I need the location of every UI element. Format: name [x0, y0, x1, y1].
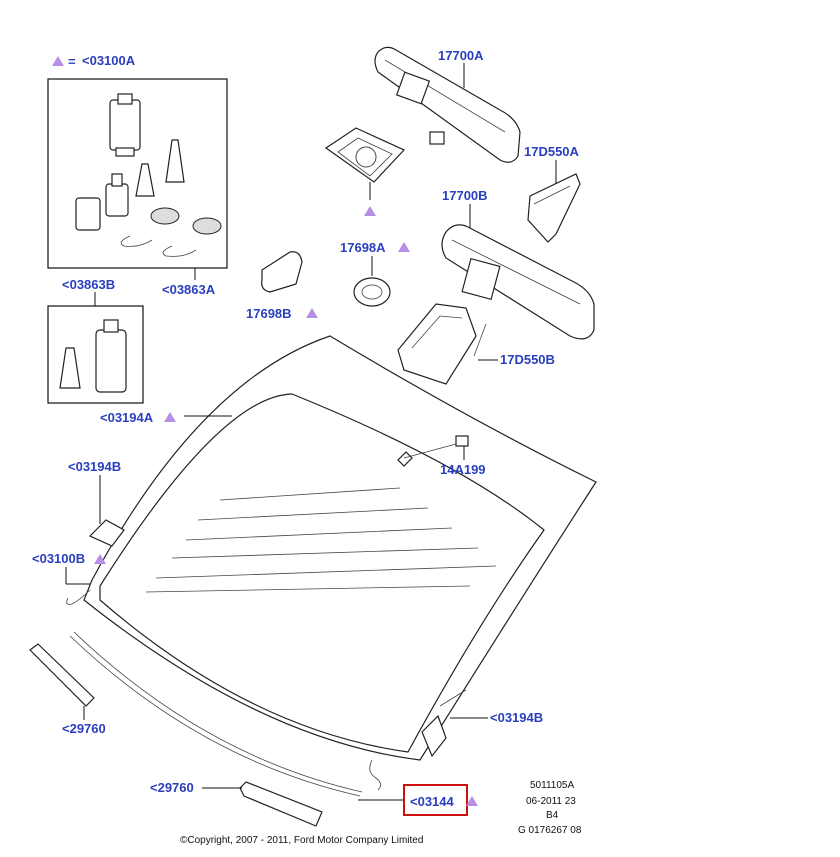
label-17698b[interactable]: 17698B [246, 306, 292, 321]
meta-line-1: 5011105A [530, 780, 574, 791]
pad-17698a [353, 277, 391, 307]
highlight-box-03144[interactable] [403, 784, 468, 816]
clip-right [421, 714, 447, 758]
legend-ref[interactable]: <03100A [82, 53, 136, 68]
label-17698a[interactable]: 17698A [340, 240, 386, 255]
marker-triangle-icon [164, 412, 176, 422]
marker-triangle-icon [94, 554, 106, 564]
meta-line-4: G 0176267 08 [518, 825, 582, 836]
label-03863b[interactable]: <03863B [62, 277, 115, 292]
marker-triangle-icon [398, 242, 410, 252]
meta-line-3: B4 [546, 810, 559, 821]
meta-line-2: 06-2011 23 [526, 796, 576, 807]
cover-17698b [261, 251, 303, 293]
label-17d550b[interactable]: 17D550B [500, 352, 555, 367]
copyright: ©Copyright, 2007 - 2011, Ford Motor Comp… [180, 835, 423, 846]
cover-17d550b [397, 303, 487, 385]
mirror-17700a [374, 46, 521, 163]
label-29760-top[interactable]: <29760 [62, 721, 106, 736]
label-03194b-left[interactable]: <03194B [68, 459, 121, 474]
label-14a199[interactable]: 14A199 [440, 462, 486, 477]
windscreen [83, 335, 597, 761]
label-03194a[interactable]: <03194A [100, 410, 154, 425]
lower-strip [69, 635, 361, 797]
mirror-17700b [441, 224, 595, 340]
kit-box-03863b [47, 305, 144, 404]
clip-left [88, 519, 125, 547]
kit-box-03863a [47, 78, 228, 280]
sensor-14a199 [403, 435, 469, 459]
label-17d550a[interactable]: 17D550A [524, 144, 580, 159]
marker-triangle-icon [52, 56, 64, 66]
wire-bottom [369, 759, 381, 791]
marker-triangle-icon [306, 308, 318, 318]
label-03194b-right[interactable]: <03194B [490, 710, 543, 725]
moulding-29760-bottom [239, 781, 323, 827]
label-17700a[interactable]: 17700A [438, 48, 484, 63]
label-03863a[interactable]: <03863A [162, 282, 216, 297]
marker-triangle-icon [466, 796, 478, 806]
bracket-17d550a [527, 173, 581, 243]
mount-plate [324, 127, 406, 183]
label-29760-bottom[interactable]: <29760 [150, 780, 194, 795]
legend: = <03100A [52, 53, 136, 69]
marker-triangle-icon [364, 206, 376, 216]
moulding-29760-top [29, 643, 95, 707]
wire-left [66, 589, 91, 605]
label-03144[interactable]: <03144 [410, 794, 455, 809]
label-03100b[interactable]: <03100B [32, 551, 85, 566]
legend-equals: = [68, 54, 76, 69]
label-17700b[interactable]: 17700B [442, 188, 488, 203]
